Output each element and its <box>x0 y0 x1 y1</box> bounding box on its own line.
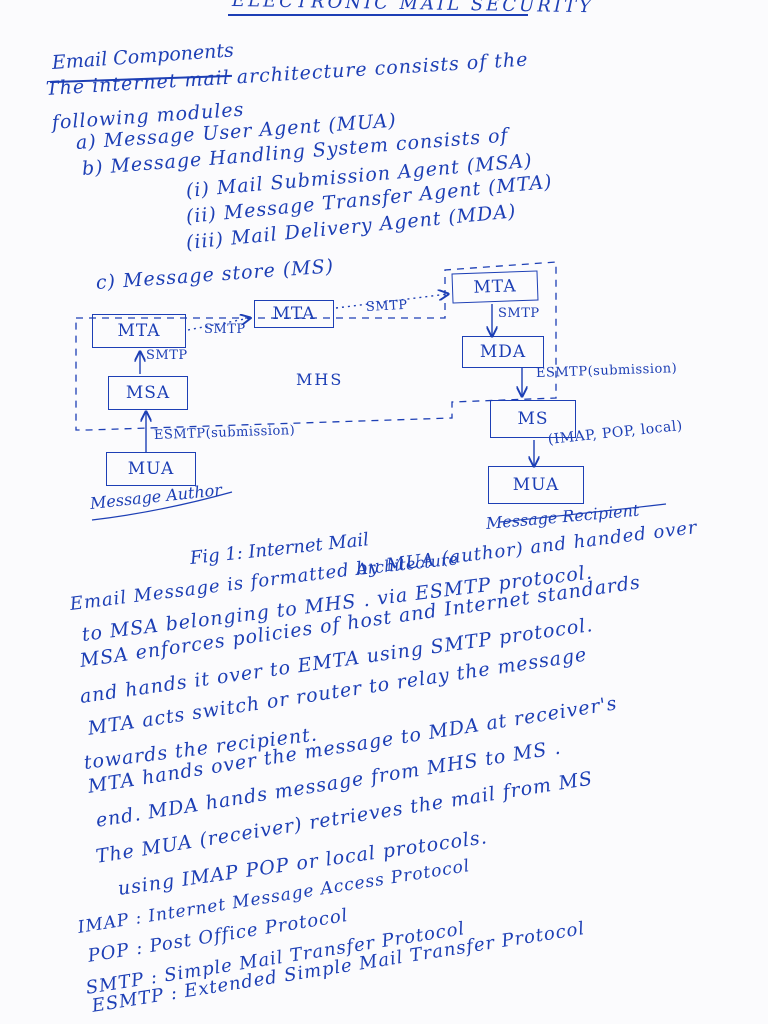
smtp-label-mta-mta-2: SMTP <box>365 297 408 315</box>
header-underline <box>228 14 528 16</box>
mta-box-middle: MTA <box>254 300 334 328</box>
mua-author-box: MUA <box>106 452 196 486</box>
smtp-label-mta-mta: SMTP <box>204 322 246 337</box>
mda-box: MDA <box>462 336 544 368</box>
smtp-label-msa-mta: SMTP <box>146 348 188 363</box>
mta-box-left: MTA <box>92 314 186 348</box>
mta-box-right: MTA <box>451 270 539 304</box>
msa-box: MSA <box>108 376 188 410</box>
ms-box: MS <box>490 400 576 438</box>
mhs-label: MHS <box>296 370 344 389</box>
mua-recipient-box: MUA <box>488 466 584 504</box>
smtp-label-mta-mda: SMTP <box>498 306 540 321</box>
